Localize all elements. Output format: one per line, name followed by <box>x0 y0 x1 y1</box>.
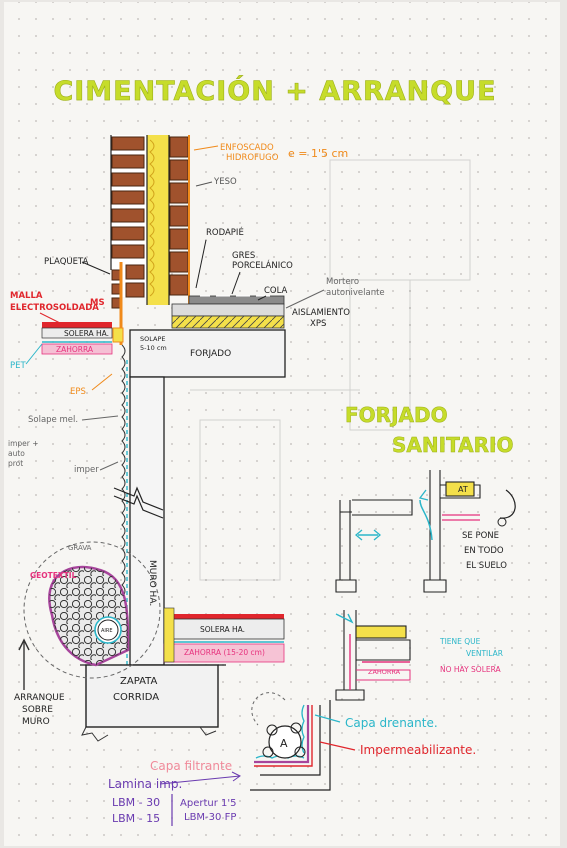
label-at: AT <box>458 485 468 494</box>
label-muro-ha: MURO HA. <box>147 560 157 606</box>
strip-footing <box>85 664 219 728</box>
labels: ENFOSCADO HIDROFUGO e = 1'5 cm YESO RODA… <box>8 143 385 727</box>
label-solape-cm: 5-10 cm <box>140 344 167 352</box>
label-imper-line2: auto <box>8 449 25 458</box>
label-autonivelante: autonivelante <box>326 288 385 298</box>
label-espesor: e = 1'5 cm <box>288 147 348 160</box>
gravel-drain <box>48 565 130 667</box>
label-geotextil: GEOTEXTIL <box>30 571 77 580</box>
detail-callout-circle <box>23 541 161 679</box>
label-se-pone: SE PONE <box>462 531 499 541</box>
label-no-hay-solera: NO HAY SOLERA <box>440 665 502 674</box>
label-rodapie: RODAPIÉ <box>206 226 244 238</box>
label-forjado: FORJADO <box>190 349 231 359</box>
label-hidrofugo: HIDROFUGO <box>226 153 279 163</box>
label-ms: MS <box>90 298 105 308</box>
label-capa-filtrante: Capa filtrante <box>150 759 232 773</box>
drainage-labels: Capa drenante. Impermeabilizante. Capa f… <box>108 716 476 825</box>
label-zahorra: ZAHORRA <box>56 345 94 354</box>
label-xps: XPS <box>310 319 326 329</box>
label-solera-ha: SOLERA HA. <box>64 329 109 338</box>
drainage-detail: A <box>250 700 356 791</box>
label-arranque: ARRANQUE <box>14 693 65 703</box>
label-apertura: Apertur 1'5 <box>180 798 236 809</box>
label-mortero: Mortero <box>326 277 359 287</box>
secondary-title-2: SANITARIO <box>392 433 513 457</box>
label-lbm15: LBM - 15 <box>112 812 160 825</box>
label-impermeabilizante: Impermeabilizante. <box>360 743 476 757</box>
secondary-title: FORJADO <box>345 403 448 427</box>
label-solape-mel: Solape mel. <box>28 415 78 425</box>
label-enfoscado: ENFOSCADO <box>220 143 274 153</box>
exterior-solera <box>41 322 124 355</box>
label-a: A <box>280 737 288 750</box>
label-lbm30fp: LBM-30 FP <box>184 812 236 823</box>
label-cola: COLA <box>264 286 288 296</box>
label-imper-line1: imper + <box>8 439 39 448</box>
label-tiene-que: TIENE QUE <box>439 637 481 646</box>
label-grava: GRAVA <box>68 544 92 552</box>
label-corrida: CORRIDA <box>113 692 159 703</box>
label-porcelanico: PORCELÁNICO <box>232 259 293 271</box>
label-yeso: YESO <box>213 177 237 187</box>
label-electrosoldada: ELECTROSOLDADA <box>10 303 99 313</box>
brick-wall <box>110 135 190 309</box>
label-capa-drenante: Capa drenante. <box>345 716 438 730</box>
label-aislamiento: AISLAMIENTO <box>292 308 350 318</box>
label-zahorra-2: ZAHORRA (15-20 cm) <box>184 648 265 657</box>
label-gres: GRES <box>232 251 255 261</box>
label-plaqueta: PLAQUETA <box>44 257 89 267</box>
label-lamina-imp: Lamina imp. <box>108 777 182 791</box>
interior-solera <box>163 607 285 663</box>
label-zapata: ZAPATA <box>120 676 157 687</box>
label-lbm30: LBM - 30 <box>112 796 160 809</box>
sanitary-labels: AT SE PONE EN TODO EL SUELO TIENE QUE VE… <box>368 485 507 676</box>
label-imper: imper <box>74 465 99 475</box>
label-sobre: SOBRE <box>22 705 53 715</box>
label-pet: PET <box>10 361 26 371</box>
label-ventilar: VENTILAR <box>466 649 503 658</box>
faded-background-sketch <box>190 159 471 581</box>
label-eps: EPS <box>70 387 86 397</box>
label-el-suelo: EL SUELO <box>466 561 507 571</box>
label-en-todo: EN TODO <box>464 546 504 556</box>
main-title: CIMENTACIÓN + ARRANQUE <box>53 75 496 107</box>
sanitary-floor-detail <box>335 470 481 701</box>
label-solera-ha-2: SOLERA HA. <box>200 625 245 634</box>
label-zahorra-3: ZAHORRA <box>368 668 401 676</box>
label-imper-line3: prot <box>8 459 23 468</box>
floor-assembly <box>129 295 286 378</box>
label-malla: MALLA <box>10 291 43 301</box>
label-solape: SOLAPE <box>140 335 166 343</box>
label-muro: MURO <box>22 717 50 727</box>
label-aire: AIRE <box>101 628 113 634</box>
